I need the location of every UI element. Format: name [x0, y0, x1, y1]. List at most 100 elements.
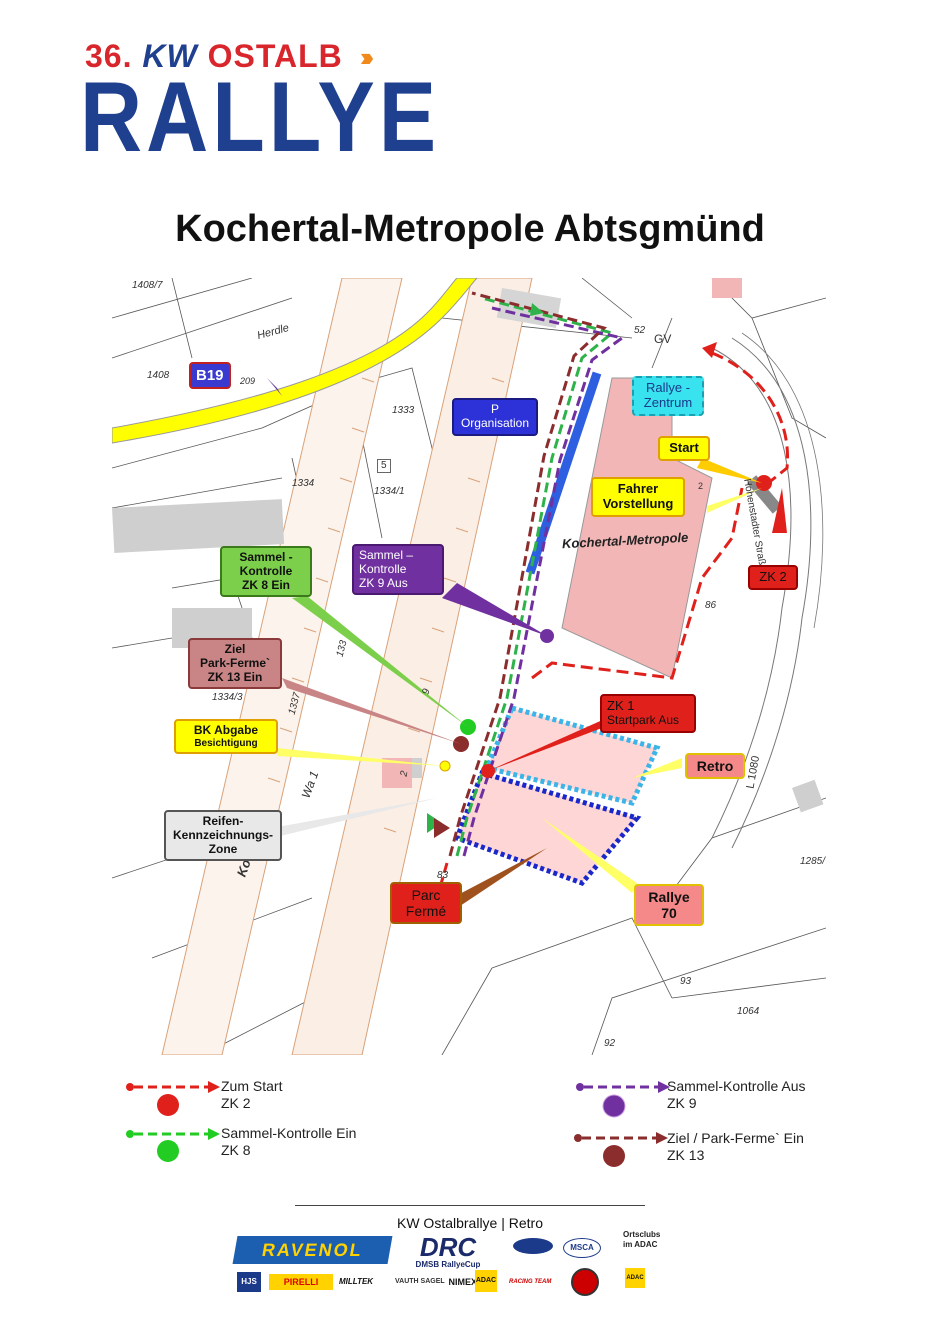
hjs-logo: HJS: [237, 1272, 261, 1292]
parcel-label: 1334: [292, 478, 315, 489]
callout-line: Organisation: [460, 415, 530, 430]
callout-line: ZK 13 Ein: [207, 669, 263, 684]
ortsclubs-line: Ortsclubs: [623, 1230, 661, 1239]
legend-item-sammel-aus: Sammel-Kontrolle Aus ZK 9: [667, 1078, 806, 1112]
map-legend: Zum Start ZK 2 Sammel-Kontrolle Ein ZK 8…: [120, 1075, 820, 1175]
logo-brand: KW: [142, 38, 198, 74]
nimex-logo: NIMEX: [448, 1277, 477, 1287]
parcel-label: 1285/: [800, 856, 826, 867]
callout-line: Sammel -: [239, 550, 293, 564]
legend-label: Zum Start: [221, 1078, 283, 1094]
ravenol-logo: RAVENOL: [232, 1236, 393, 1264]
callout-line: Reifen-: [202, 814, 244, 828]
start-callout: Start: [658, 436, 710, 461]
legend-sublabel: ZK 8: [221, 1142, 251, 1158]
parcel-label: 83: [437, 870, 449, 881]
ziel-park-ferme-callout: Ziel Park-Ferme` ZK 13 Ein: [188, 638, 282, 690]
rallye-70-callout: Rallye 70: [634, 884, 704, 927]
river-hatching: [255, 377, 505, 833]
callout-line: Vorstellung: [602, 495, 674, 511]
drc-subtitle: DMSB RallyeCup: [415, 1260, 481, 1269]
logo-number: 36.: [85, 38, 133, 74]
callout-line: Fahrer: [617, 481, 659, 496]
callout-line: Kennzeichnungs-: [172, 827, 273, 842]
rallye-zentrum-callout: Rallye - Zentrum: [632, 376, 704, 416]
callout-line: Sammel –: [359, 548, 414, 562]
legend-sublabel: ZK 9: [667, 1095, 697, 1111]
parcel-label: 1334/1: [374, 486, 405, 497]
footer-caption: KW Ostalbrallye | Retro: [396, 1215, 543, 1231]
club-badge-icon: [513, 1238, 553, 1254]
sammel-kontrolle-ein-callout: Sammel - Kontrolle ZK 8 Ein: [220, 546, 312, 598]
msca-logo: MSCA: [563, 1238, 601, 1258]
callout-line: Rallye -: [645, 380, 691, 395]
logo-top-line: 36. KW OSTALB: [85, 38, 343, 75]
bk-abgabe-callout: BK Abgabe Besichtigung: [174, 719, 278, 755]
sammel-kontrolle-aus-callout: Sammel – Kontrolle ZK 9 Aus: [352, 544, 444, 596]
legend-item-ziel: Ziel / Park-Ferme` Ein ZK 13: [667, 1130, 804, 1164]
zk1-callout: ZK 1 Startpark Aus: [600, 694, 696, 733]
logo-region: OSTALB: [207, 38, 343, 74]
parcel-label: 1334/3: [212, 692, 243, 703]
retro-callout: Retro: [685, 753, 745, 780]
page-title: Kochertal-Metropole Abtsgmünd: [175, 208, 765, 250]
b19-label: B19: [189, 362, 231, 390]
legend-item-zum-start: Zum Start ZK 2: [221, 1078, 282, 1112]
rallye-logo: 36. KW OSTALB ››› RALLYE: [70, 28, 436, 167]
callout-line: Zentrum: [643, 394, 693, 410]
callout-line: Park-Ferme`: [199, 655, 271, 670]
callout-line: Kontrolle: [359, 561, 407, 576]
callout-line: BK Abgabe: [193, 723, 259, 737]
ortsclubs-line: im ADAC: [623, 1240, 658, 1249]
parcel-label: 1408: [147, 370, 170, 381]
legend-symbol-ziel: [574, 1132, 668, 1167]
parcel-label: 5: [377, 459, 391, 473]
legend-label: Sammel-Kontrolle Aus: [667, 1078, 806, 1094]
parc-ferme-callout: Parc Fermé: [390, 882, 462, 925]
sponsor-strip: RAVENOL DRC DMSB RallyeCup MSCA Ortsclub…: [232, 1230, 675, 1298]
legend-symbol-sammel-ein: [126, 1128, 220, 1162]
racing-team-logo: RACING TEAM: [509, 1279, 552, 1285]
legend-item-sammel-ein: Sammel-Kontrolle Ein ZK 8: [221, 1125, 356, 1159]
callout-line: 70: [661, 905, 677, 922]
zk2-marker: [756, 475, 772, 491]
legend-label: Ziel / Park-Ferme` Ein: [667, 1130, 804, 1146]
reifen-zone-callout: Reifen- Kennzeichnungs- Zone: [164, 810, 282, 862]
parcel-label: 1408/7: [132, 280, 163, 291]
callout-line: ZK 1: [607, 698, 635, 713]
callout-line: ZK 8 Ein: [241, 577, 290, 592]
callout-line: Ziel: [224, 642, 246, 656]
parcel-label: 52: [634, 325, 646, 336]
callout-line: Kontrolle: [239, 563, 293, 578]
footer-divider: [295, 1205, 645, 1206]
adac-ortsclub-logo: ADAC: [625, 1268, 645, 1288]
callout-line: Parc: [411, 887, 441, 903]
parcel-label: 1064: [737, 1006, 760, 1017]
zk2-callout: ZK 2: [748, 565, 798, 590]
club-seal-icon: [571, 1268, 599, 1296]
legend-symbol-zum-start: [126, 1081, 220, 1116]
p-organisation-callout: P Organisation: [452, 398, 538, 436]
ortsclubs-label: Ortsclubs im ADAC: [623, 1230, 673, 1250]
vauth-sagel-logo: VAUTH SAGEL: [395, 1278, 445, 1285]
callout-line: Besichtigung: [194, 737, 258, 749]
drc-logo: DRC: [419, 1232, 477, 1262]
callout-line: P: [490, 402, 499, 416]
milltek-logo: MILLTEK: [339, 1277, 374, 1286]
legend-label: Sammel-Kontrolle Ein: [221, 1125, 357, 1141]
pirelli-logo: PIRELLI: [269, 1274, 333, 1290]
legend-sublabel: ZK 13: [667, 1147, 705, 1163]
legend-sublabel: ZK 2: [221, 1095, 251, 1111]
parcel-label: GV: [654, 332, 672, 346]
callout-line: Rallye: [648, 889, 690, 905]
callout-line: Startpark Aus: [607, 712, 680, 727]
parcel-label: 1333: [392, 405, 415, 416]
legend-symbol-sammel-aus: [576, 1081, 670, 1118]
callout-line: Zone: [208, 841, 238, 856]
callout-line: ZK 9 Aus: [359, 575, 408, 590]
parcel-label: 93: [680, 976, 692, 987]
adac-logo: ADAC: [475, 1270, 497, 1292]
callout-line: Fermé: [405, 903, 447, 920]
logo-word: RALLYE: [80, 62, 441, 173]
parcel-label: 92: [604, 1038, 616, 1049]
